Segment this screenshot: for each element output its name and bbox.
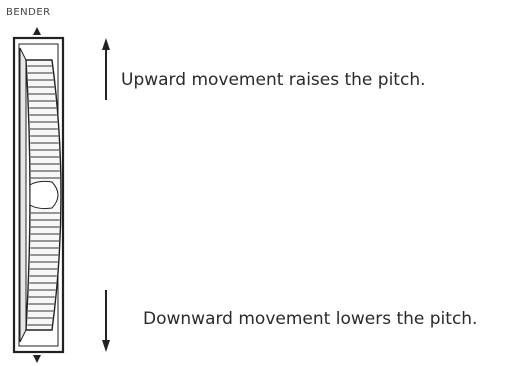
- arrow-up-icon: [102, 38, 110, 100]
- bottom-marker-icon: [33, 355, 41, 363]
- top-marker-icon: [33, 27, 41, 35]
- bender-wheel[interactable]: [12, 36, 65, 354]
- upward-instruction: Upward movement raises the pitch.: [121, 70, 426, 90]
- bender-label: BENDER: [6, 7, 51, 18]
- downward-instruction: Downward movement lowers the pitch.: [143, 309, 478, 329]
- arrow-down-icon: [102, 290, 110, 352]
